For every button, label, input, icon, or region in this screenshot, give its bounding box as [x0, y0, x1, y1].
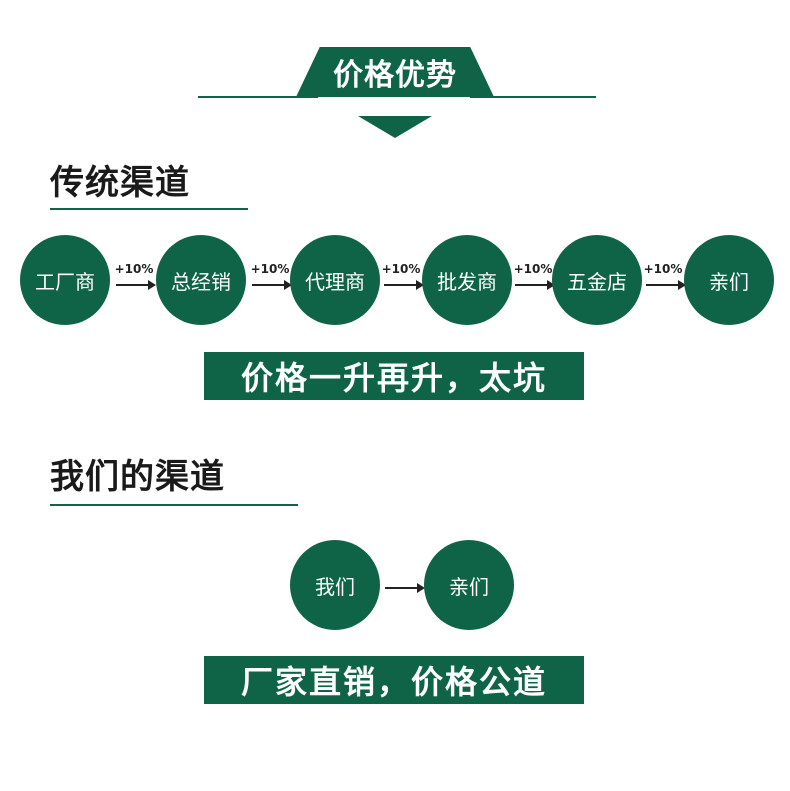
- flow-node-wholesaler: 批发商: [422, 235, 512, 325]
- markup-label: +10%: [513, 262, 553, 276]
- traditional-banner: 价格一升再升，太坑: [204, 352, 584, 400]
- header-down-triangle-icon: [358, 116, 432, 138]
- markup-label: +10%: [114, 262, 154, 276]
- traditional-title-underline: [50, 208, 248, 210]
- traditional-channel-title: 传统渠道: [50, 163, 190, 203]
- right-arrow-icon: [252, 280, 292, 290]
- header-line-left: [198, 96, 318, 98]
- markup-label: +10%: [250, 262, 290, 276]
- flow-node-factory: 工厂商: [20, 235, 110, 325]
- right-arrow-icon: [116, 280, 156, 290]
- flow-node-us: 我们: [290, 540, 380, 630]
- our-banner: 厂家直销，价格公道: [204, 656, 584, 704]
- markup-label: +10%: [381, 262, 421, 276]
- markup-label: +10%: [643, 262, 683, 276]
- right-arrow-icon: [384, 280, 424, 290]
- flow-node-customer: 亲们: [424, 540, 514, 630]
- right-arrow-icon: [646, 280, 686, 290]
- our-title-underline: [50, 504, 298, 506]
- flow-node-hardware-store: 五金店: [552, 235, 642, 325]
- header-line-right: [470, 96, 596, 98]
- right-arrow-icon: [515, 280, 555, 290]
- flow-node-agent: 代理商: [290, 235, 380, 325]
- flow-node-customer: 亲们: [684, 235, 774, 325]
- header-title: 价格优势: [296, 47, 494, 97]
- flow-node-distributor: 总经销: [156, 235, 246, 325]
- right-arrow-icon: [385, 583, 425, 593]
- our-channel-title: 我们的渠道: [50, 457, 225, 497]
